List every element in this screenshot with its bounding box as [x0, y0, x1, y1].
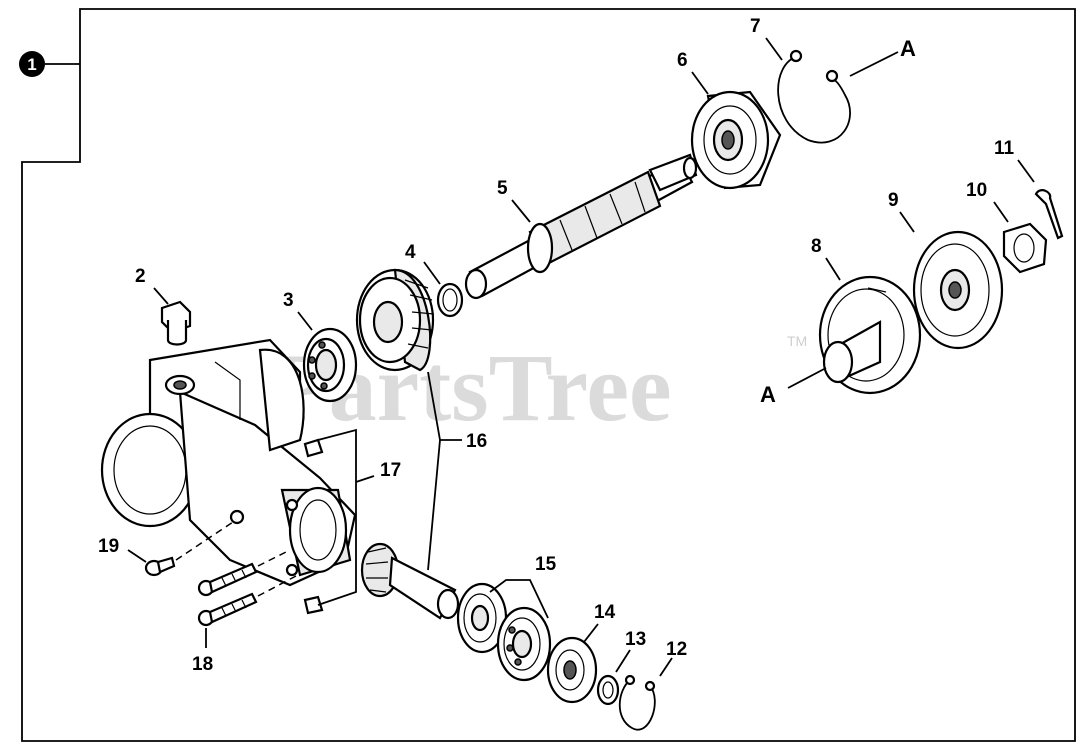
part-5-shaft[interactable]	[464, 153, 698, 300]
reference-line-a-bottom	[787, 367, 827, 389]
reference-a-bottom: A	[760, 382, 776, 407]
part-8-flange-holder[interactable]	[818, 257, 922, 395]
assembly-badge[interactable]: 1	[19, 51, 80, 77]
part-17-leader	[355, 475, 375, 483]
callout-13[interactable]: 13	[625, 629, 646, 650]
part-7-circlip[interactable]	[765, 37, 851, 144]
part-19-screw[interactable]	[127, 519, 237, 577]
gasket-tab-top	[303, 438, 324, 458]
callout-7[interactable]: 7	[750, 16, 761, 37]
callout-16[interactable]: 16	[466, 431, 487, 452]
part-17-gear-case[interactable]	[100, 338, 357, 587]
callout-14[interactable]: 14	[594, 602, 616, 623]
part-16-pinion-gear[interactable]	[360, 542, 460, 620]
part-3-bearing[interactable]	[297, 311, 358, 403]
part-16-bevel-gear-large[interactable]	[355, 268, 435, 372]
callout-9[interactable]: 9	[888, 190, 899, 211]
callout-4[interactable]: 4	[405, 242, 416, 263]
part-18-screws[interactable]	[197, 549, 297, 648]
reference-line-a-top	[849, 51, 899, 77]
diagram-frame	[21, 8, 1076, 742]
gasket-tab-bottom	[303, 595, 324, 615]
callout-18[interactable]: 18	[192, 654, 213, 675]
part-9-flange-washer[interactable]	[899, 211, 1004, 350]
callout-15[interactable]: 15	[535, 554, 557, 575]
callout-12[interactable]: 12	[666, 639, 687, 660]
part-10-nut[interactable]	[993, 201, 1048, 274]
watermark-tm: TM	[787, 333, 807, 349]
callout-3[interactable]: 3	[283, 290, 294, 311]
callout-17[interactable]: 17	[380, 460, 401, 481]
callout-6[interactable]: 6	[677, 50, 688, 71]
reference-a-top: A	[900, 36, 916, 61]
part-17-bracket	[317, 428, 357, 606]
part-12-circlip[interactable]	[618, 657, 673, 731]
part-2-bolt[interactable]	[153, 287, 192, 346]
callout-11[interactable]: 11	[994, 138, 1015, 159]
part-13-snap-ring[interactable]	[596, 649, 631, 706]
callout-10[interactable]: 10	[966, 180, 987, 201]
callout-2[interactable]: 2	[135, 266, 146, 287]
callout-8[interactable]: 8	[811, 236, 822, 257]
part-14-bearing[interactable]	[546, 623, 599, 704]
assembly-number: 1	[27, 55, 36, 74]
part-15-bearing-pair[interactable]	[456, 582, 552, 682]
part-6-bearing[interactable]	[690, 71, 782, 190]
part-4-snap-ring[interactable]	[423, 261, 464, 318]
part-15-leader	[489, 579, 549, 619]
part-11-cotter-pin[interactable]	[1017, 159, 1064, 240]
callout-5[interactable]: 5	[497, 178, 508, 199]
callout-19[interactable]: 19	[98, 536, 119, 557]
